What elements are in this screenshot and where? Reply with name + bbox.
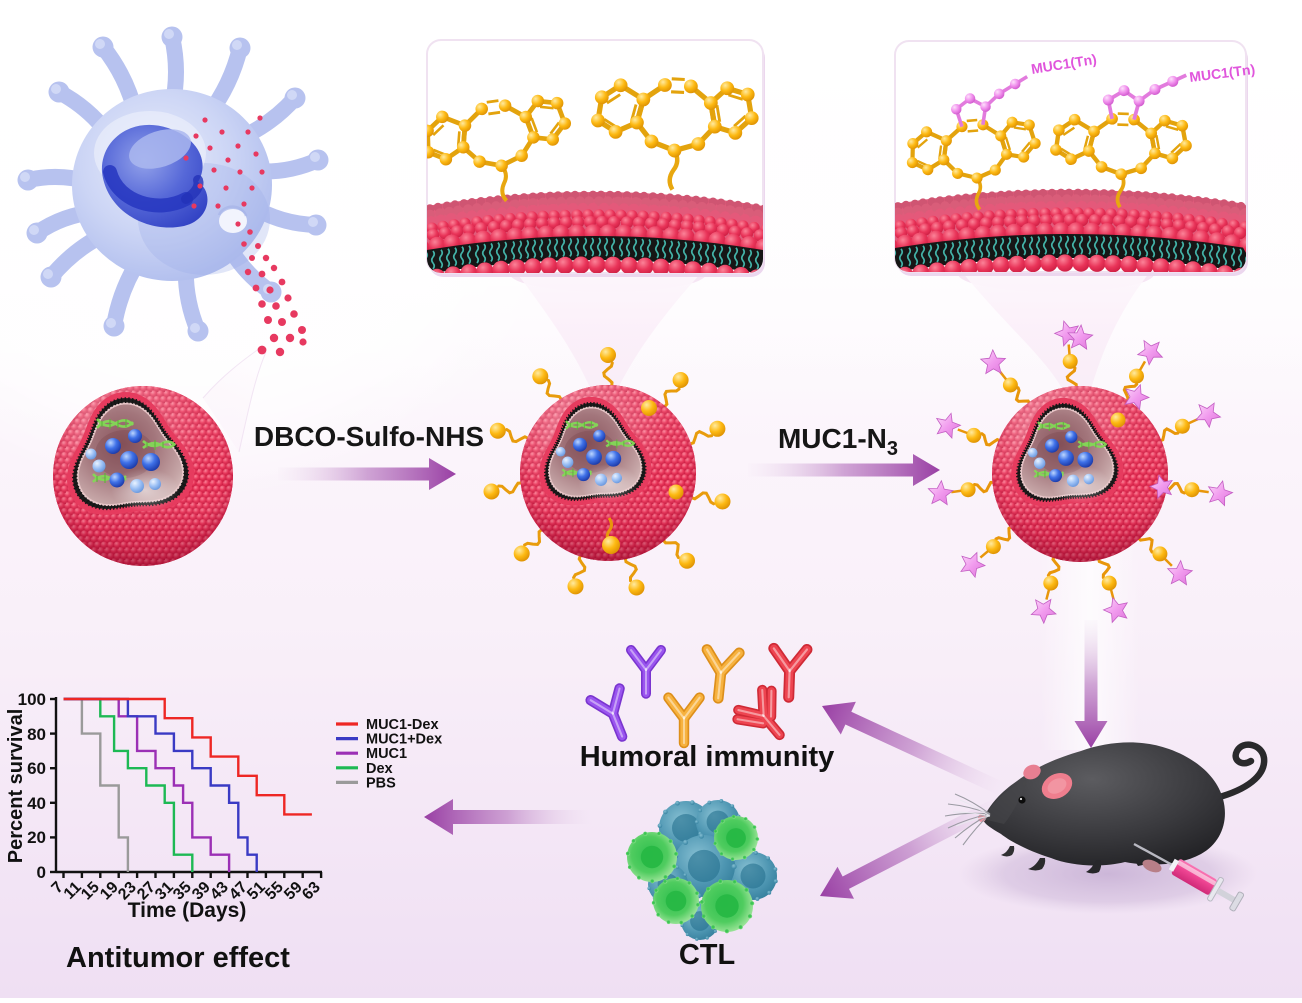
svg-text:PBS: PBS — [366, 775, 396, 791]
svg-text:MUC1: MUC1 — [366, 746, 407, 762]
svg-text:Antitumor effect: Antitumor effect — [66, 942, 290, 974]
svg-text:100: 100 — [18, 690, 46, 709]
svg-text:Dex: Dex — [366, 761, 393, 777]
svg-text:Percent survival: Percent survival — [5, 709, 27, 864]
svg-text:0: 0 — [37, 863, 46, 882]
svg-text:CTL: CTL — [679, 939, 735, 971]
svg-text:60: 60 — [27, 759, 46, 778]
svg-text:Humoral immunity: Humoral immunity — [580, 741, 835, 773]
svg-text:Time (Days): Time (Days) — [128, 899, 247, 922]
svg-text:40: 40 — [27, 794, 46, 813]
svg-text:MUC1+Dex: MUC1+Dex — [366, 732, 442, 748]
svg-text:80: 80 — [27, 725, 46, 744]
svg-text:DBCO-Sulfo-NHS: DBCO-Sulfo-NHS — [254, 421, 484, 452]
svg-text:MUC1-Dex: MUC1-Dex — [366, 717, 439, 733]
svg-text:20: 20 — [27, 828, 46, 847]
